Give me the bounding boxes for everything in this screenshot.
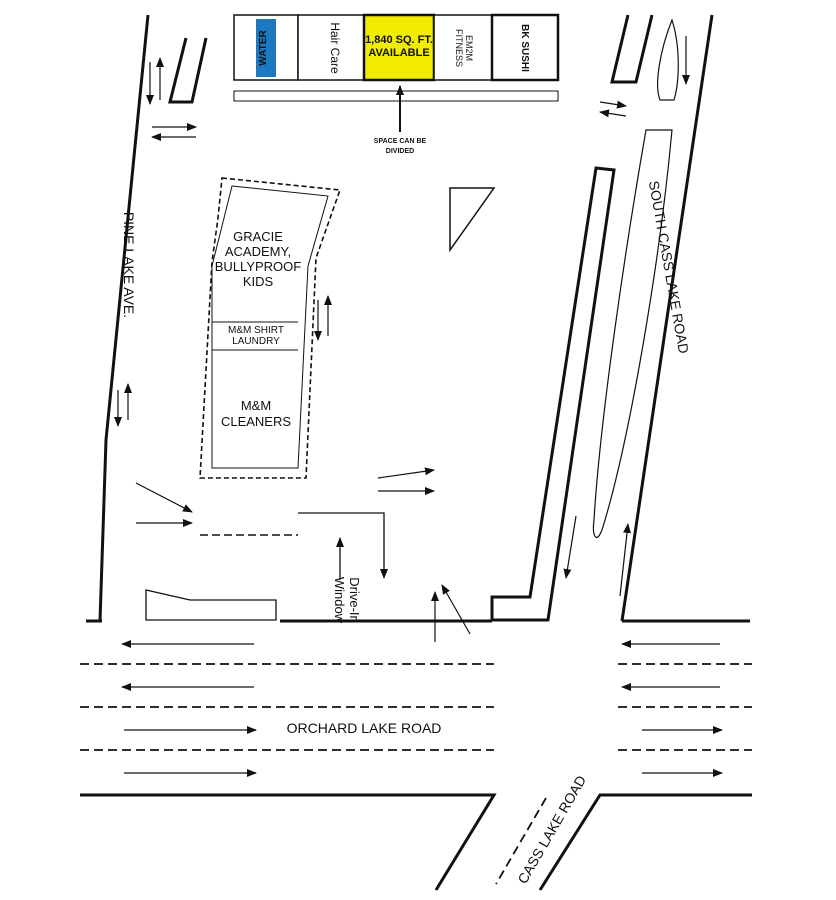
drive-in-label-1: Drive-In <box>347 577 362 623</box>
gracie-label-4: KIDS <box>243 274 274 289</box>
cleaners-label-1: M&M <box>241 398 271 413</box>
laundry-label-2: LAUNDRY <box>232 336 280 347</box>
strip-mall: WATER Hair Care 1,840 SQ. FT. AVAILABLE … <box>233 13 560 102</box>
corner-island <box>145 589 277 621</box>
pine-lake-ave-edges <box>86 14 492 623</box>
drive-in-label-2: Window <box>332 577 347 624</box>
em2m-label-2: FITNESS <box>454 29 464 67</box>
water-logo-text: WATER <box>258 30 269 66</box>
hair-care-label: Hair Care <box>328 22 342 74</box>
cleaners-label-2: CLEANERS <box>221 414 291 429</box>
bk-sushi-label: BK SUSHI <box>519 24 530 72</box>
north-curb <box>168 37 208 104</box>
orchard-lake-road-label: ORCHARD LAKE ROAD <box>287 720 442 736</box>
orchard-lake-road <box>80 663 752 891</box>
central-building: GRACIE ACADEMY, BULLYPROOF KIDS M&M SHIR… <box>199 177 342 479</box>
em2m-label-1: EM2M <box>464 35 474 61</box>
available-label-1: 1,840 SQ. FT. <box>365 34 433 46</box>
gracie-label-2: ACADEMY, <box>225 244 291 259</box>
triangle-island <box>449 187 496 253</box>
gracie-label-3: BULLYPROOF <box>215 259 302 274</box>
traffic-arrows <box>114 36 723 777</box>
pine-lake-ave-label: PINE LAKE AVE. <box>121 212 137 318</box>
callout-line-2: DIVIDED <box>386 148 414 155</box>
available-unit <box>362 13 436 82</box>
south-cass-lake-road-edges <box>490 14 750 623</box>
water-logo-icon <box>256 19 276 77</box>
bk-sushi-unit <box>490 13 560 82</box>
drive-in-lane <box>200 512 388 580</box>
sidewalk <box>233 90 559 102</box>
median-island <box>592 18 679 538</box>
gracie-label-1: GRACIE <box>233 229 283 244</box>
callout-line-1: SPACE CAN BE <box>374 138 427 145</box>
laundry-label-1: M&M SHIRT <box>228 325 284 336</box>
available-label-2: AVAILABLE <box>368 47 429 59</box>
hair-care-unit <box>297 14 365 81</box>
